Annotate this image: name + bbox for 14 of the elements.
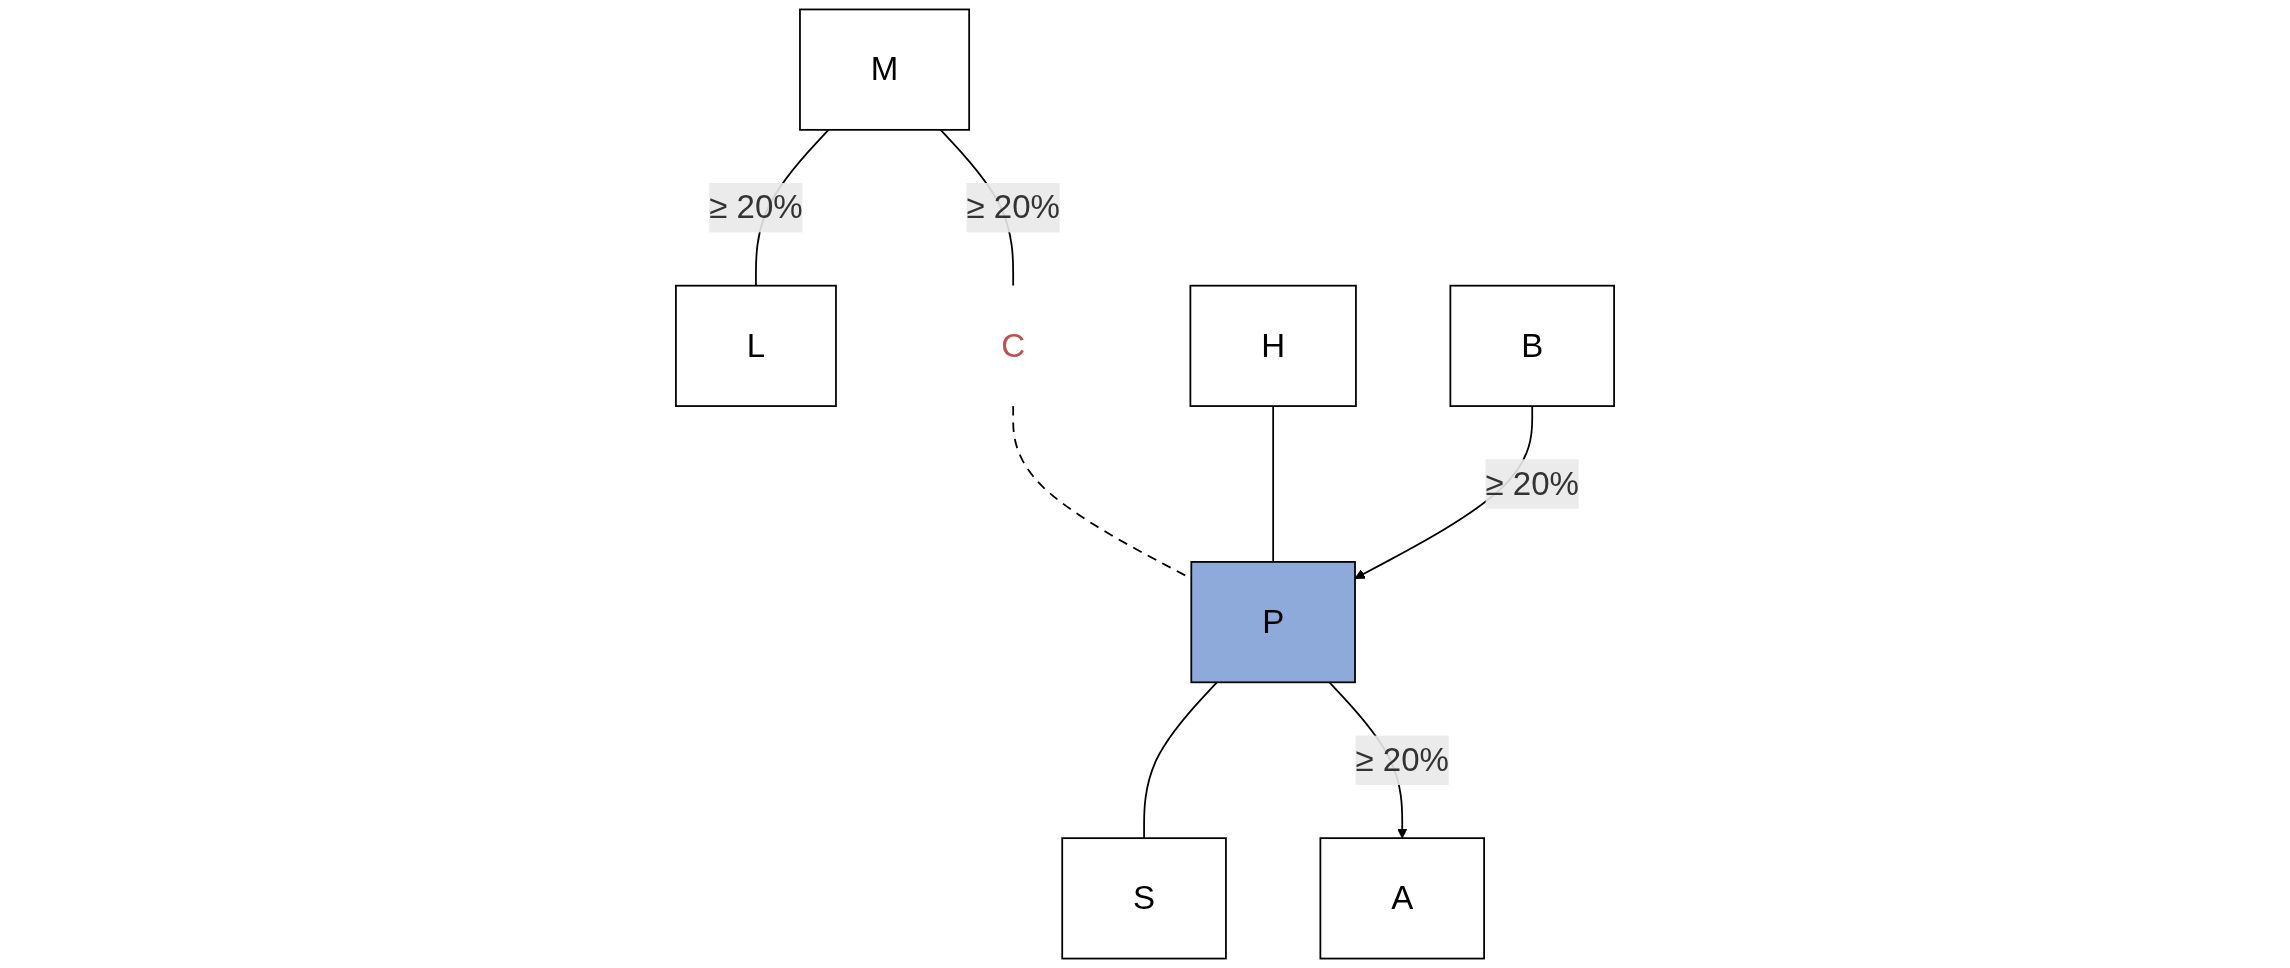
edge-label: ≥ 20%: [709, 188, 803, 226]
connector: [1143, 681, 1218, 840]
node-box: S: [1061, 837, 1227, 960]
node-box: H: [1189, 284, 1357, 407]
edge-label: ≥ 20%: [1355, 741, 1449, 778]
connector: [1272, 405, 1275, 563]
node-box: B: [1449, 284, 1615, 407]
node-box: M: [799, 8, 971, 131]
edge-label: ≥ 20%: [966, 188, 1060, 226]
node-box: L: [675, 284, 837, 407]
node-text: C: [1001, 327, 1026, 364]
node-box: A: [1319, 837, 1485, 960]
node-box: P: [1190, 561, 1356, 684]
edge-label: ≥ 20%: [1485, 465, 1579, 502]
